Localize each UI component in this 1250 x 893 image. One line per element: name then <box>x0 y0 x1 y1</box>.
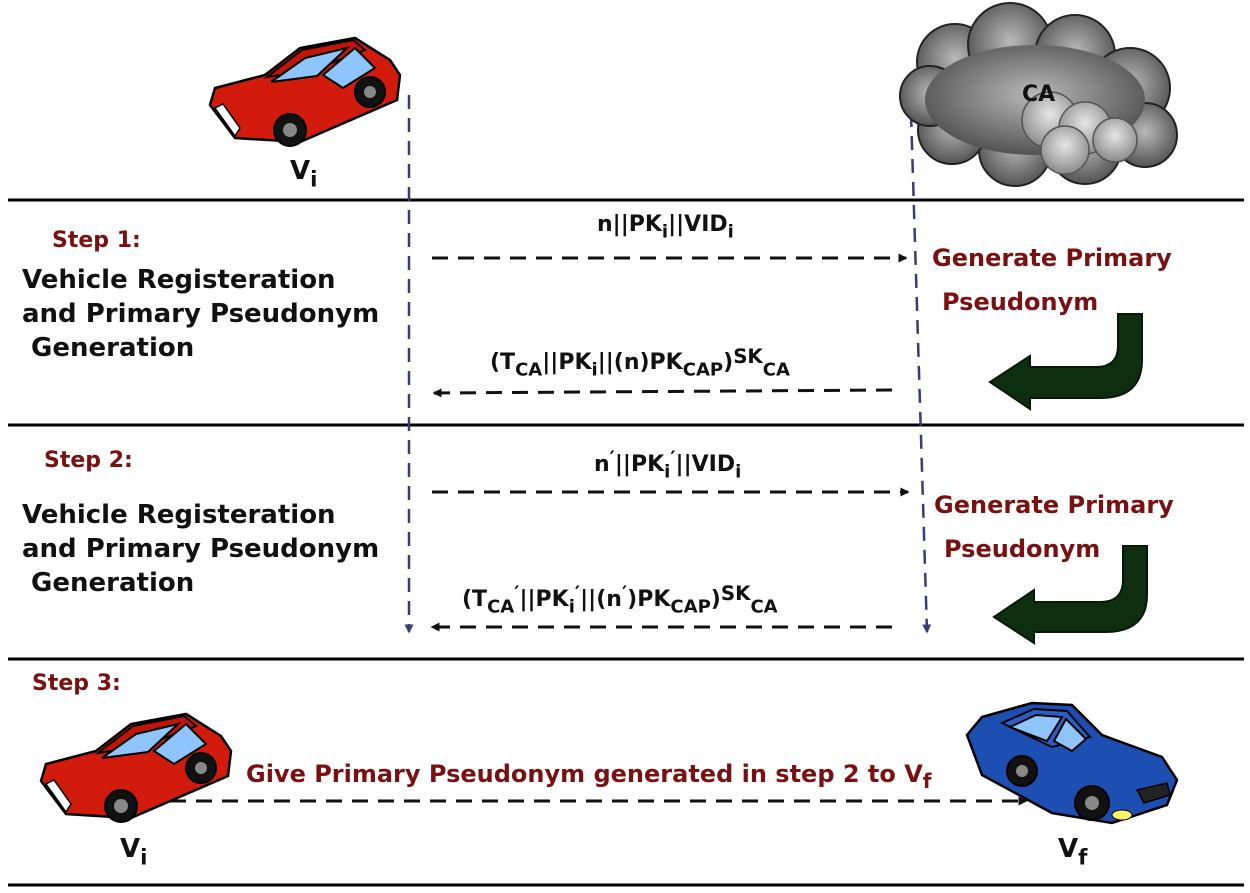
step3-title: Step 3: <box>32 671 121 696</box>
step1-description-line: Vehicle Registeration <box>22 265 336 295</box>
step2-process-return-arrow <box>992 545 1148 645</box>
step2-description-line: and Primary Pseudonym <box>22 534 380 564</box>
step2-process-line: Generate Primary <box>934 491 1174 519</box>
vehicle-i-label-step3: Vi <box>120 834 148 871</box>
step2-title: Step 2: <box>44 448 133 473</box>
step2-process-line: Pseudonym <box>944 535 1101 563</box>
step1-response-arrow <box>432 388 893 398</box>
step3-transfer-message: Give Primary Pseudonym generated in step… <box>246 760 932 793</box>
ca-lifeline <box>909 112 932 634</box>
vehicle-i-car-icon-step3 <box>39 712 233 823</box>
step1-description-line: and Primary Pseudonym <box>22 299 380 329</box>
step1-process-line: Pseudonym <box>942 288 1099 316</box>
step1-request-message: n||PKi||VIDi <box>597 212 734 243</box>
vehicle-i-label: Vi <box>290 156 318 193</box>
vehicle-f-car-icon <box>965 701 1179 825</box>
step2-description-line: Vehicle Registeration <box>22 500 336 530</box>
step1-response-message: (TCA||PKi||(n)PKCAP)SKCA <box>490 345 790 381</box>
step2-request-message: n′||PKi′||VIDi <box>594 447 742 483</box>
vehicle-f-label: Vf <box>1058 834 1088 871</box>
step1-description-line: Generation <box>22 333 195 363</box>
step2-description-line: Generation <box>22 568 195 598</box>
step2-response-message: (TCA′||PKi′||(n′)PKCAP)SKCA <box>462 582 778 618</box>
ca-label: CA <box>1022 82 1056 107</box>
ca-cloud-icon <box>899 2 1178 187</box>
step2-process-label: Generate Primary Pseudonym <box>934 483 1174 571</box>
step2-description: Vehicle Registeration and Primary Pseudo… <box>22 498 379 600</box>
step1-process-label: Generate Primary Pseudonym <box>932 236 1172 324</box>
step1-process-return-arrow <box>988 313 1143 411</box>
step1-process-line: Generate Primary <box>932 244 1172 272</box>
step1-description: Vehicle Registeration and Primary Pseudo… <box>22 263 379 365</box>
vehicle-i-car-icon <box>208 36 402 147</box>
step1-title: Step 1: <box>52 228 141 253</box>
